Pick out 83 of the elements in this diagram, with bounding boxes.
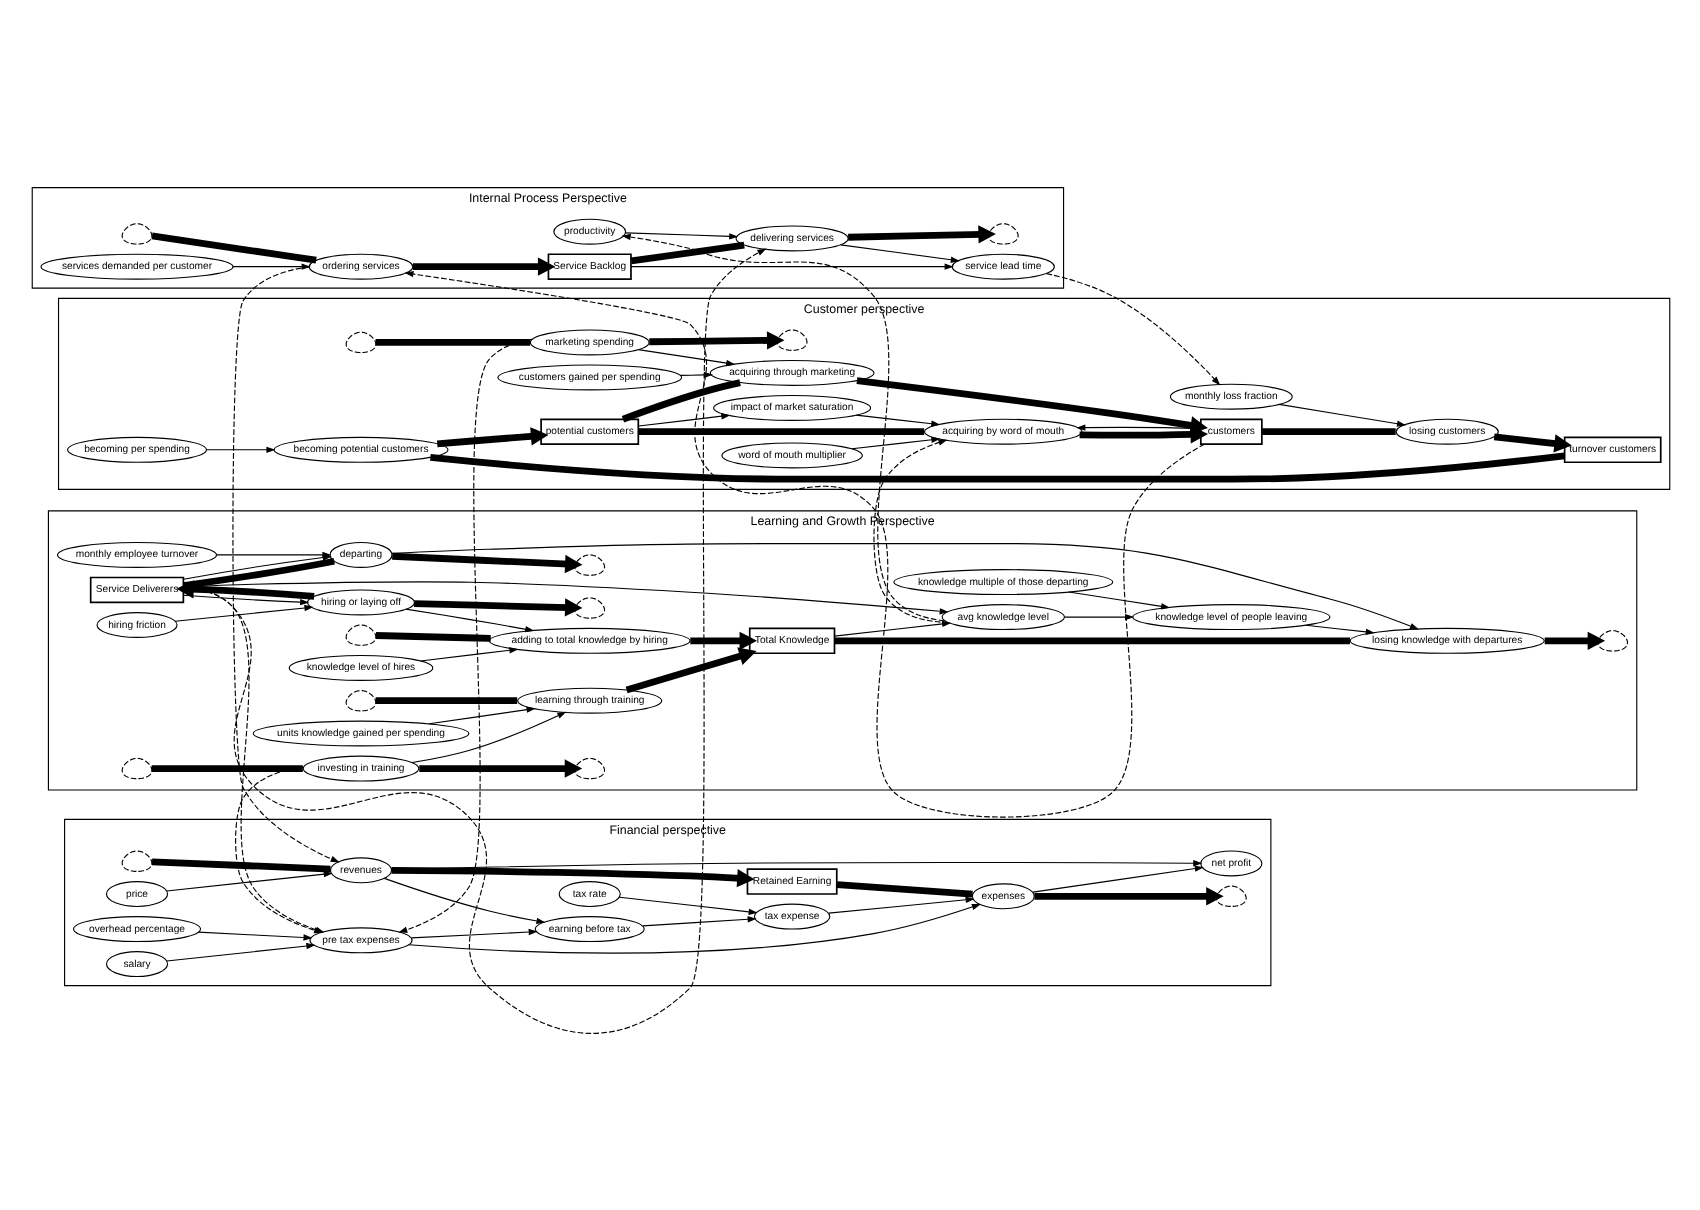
node-cloud: [573, 596, 605, 618]
arrow: [182, 593, 309, 605]
arrow: [165, 941, 315, 961]
arrow: [391, 551, 582, 573]
arrow: [648, 330, 784, 349]
arrow: [1277, 402, 1406, 426]
arrow: [839, 243, 959, 262]
arrow: [231, 262, 310, 269]
arrow: [1031, 864, 1203, 892]
arrow: [1078, 424, 1207, 443]
arrow: [872, 438, 948, 623]
arrow: [165, 869, 332, 891]
arrow: [1033, 886, 1223, 905]
arrow: [641, 915, 756, 926]
node-cloud: [573, 553, 605, 575]
connector: [835, 880, 972, 897]
arrow: [620, 232, 944, 621]
connector: [150, 764, 302, 771]
arrow: [1543, 630, 1605, 649]
arrow: [410, 710, 566, 763]
arrow: [629, 262, 953, 269]
connector: [374, 631, 490, 641]
arrow: [231, 265, 339, 862]
node-cloud: [120, 756, 152, 779]
arrow: [418, 758, 582, 777]
arrow: [175, 579, 314, 599]
arrow: [382, 876, 545, 923]
arrow: [204, 445, 275, 452]
arrow: [409, 927, 537, 938]
arrow: [397, 337, 532, 932]
node-cloud: [1596, 629, 1628, 651]
arrow: [181, 580, 948, 614]
arrow: [832, 619, 951, 636]
node-cloud: [344, 330, 376, 353]
arrow: [196, 930, 312, 940]
arrow: [678, 370, 712, 378]
connector: [150, 231, 316, 263]
connector: [629, 240, 744, 264]
arrow: [390, 542, 1418, 629]
arrow: [418, 646, 518, 661]
arrow: [403, 269, 1204, 817]
arrow: [847, 224, 995, 243]
connector: [637, 427, 924, 435]
arrow: [1304, 623, 1374, 635]
arrow: [1063, 612, 1134, 620]
arrow: [390, 866, 754, 887]
arrow: [624, 646, 756, 693]
arrow: [404, 607, 534, 632]
arrow: [854, 413, 940, 426]
connector: [150, 857, 330, 872]
node-cloud: [573, 756, 605, 779]
node-cloud: [120, 849, 152, 871]
connector: [374, 338, 530, 345]
arrow: [850, 435, 940, 449]
arrow: [413, 597, 582, 616]
arrow: [637, 412, 730, 426]
node-cloud: [344, 689, 376, 711]
arrow: [411, 256, 555, 275]
connector: [1261, 427, 1395, 435]
connector: [182, 556, 334, 588]
node-cloud: [775, 328, 807, 350]
arrow: [182, 247, 766, 1033]
arrow: [407, 902, 980, 953]
connector: [833, 636, 1349, 644]
connector: [620, 378, 740, 422]
arrow: [617, 895, 757, 914]
arrow: [624, 231, 738, 239]
arrow: [173, 603, 313, 621]
arrow: [1067, 590, 1170, 609]
arrow: [636, 348, 735, 366]
node-cloud: [986, 222, 1018, 244]
connector: [374, 696, 517, 704]
arrow: [689, 630, 756, 649]
arrow: [427, 705, 535, 724]
node-cloud: [1214, 884, 1246, 906]
arrow: [827, 895, 974, 913]
arrow: [1492, 432, 1571, 452]
arrow: [435, 426, 548, 447]
arrow: [1045, 272, 1220, 385]
node-cloud: [120, 222, 152, 244]
connector: [429, 451, 1564, 482]
arrow: [855, 376, 1207, 434]
node-cloud: [344, 623, 376, 645]
